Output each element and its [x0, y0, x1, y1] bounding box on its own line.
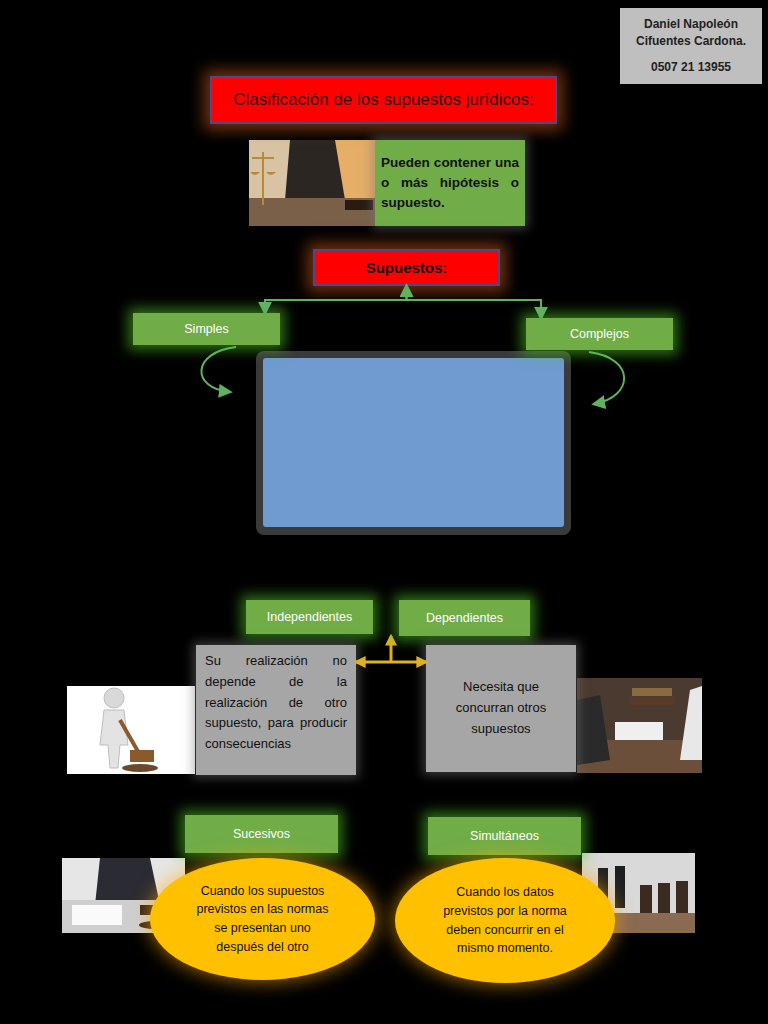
category-box: Simples — [133, 313, 280, 345]
category-box: Simultáneos — [428, 817, 581, 855]
photo-person — [615, 866, 625, 908]
photo-paper — [72, 905, 122, 925]
photo-book — [630, 697, 674, 705]
arrow-stem — [390, 636, 393, 662]
node-text: Cuando los supuestos previstos en las no… — [190, 882, 335, 957]
photo-desk — [249, 198, 375, 226]
gavel-block — [122, 764, 158, 772]
connector-arrow — [265, 286, 407, 313]
gavel-handle — [120, 720, 140, 755]
node-text: Supuestos: — [366, 259, 448, 276]
photo-gavel — [345, 200, 373, 210]
photo-figure-gavel — [67, 686, 195, 774]
photo-person — [577, 695, 610, 765]
photo-background — [249, 140, 375, 226]
node-text: Complejos — [570, 327, 629, 341]
node-text: Independientes — [267, 610, 353, 624]
scale-pans — [250, 172, 276, 175]
node-text: 0507 21 13955 — [651, 59, 731, 76]
photo-figure — [285, 140, 345, 200]
photo-lawyer — [249, 140, 375, 226]
node-text: Simultáneos — [470, 829, 539, 843]
curved-arrow — [589, 352, 624, 404]
gavel-head — [130, 750, 154, 762]
ellipse-outline — [150, 858, 375, 980]
scale-pole — [262, 152, 264, 205]
node-text: Dependientes — [426, 611, 503, 625]
title-text: Clasificación de los supuestos jurídicos… — [233, 90, 533, 110]
node-text: Daniel Napoleón Cifuentes Cardona. — [628, 16, 754, 51]
blue-panel — [263, 358, 564, 527]
category-box: Independientes — [246, 600, 373, 634]
photo-chair — [658, 883, 670, 913]
ellipse-outline — [395, 858, 615, 983]
panel-frame — [256, 351, 571, 535]
node-text: Necesita que concurran otros supuestos — [435, 677, 567, 739]
photo-chair — [676, 881, 688, 913]
intro-box: Pueden contener una o más hipótesis o su… — [375, 140, 525, 226]
node-text: Sucesivos — [233, 827, 290, 841]
photo-person — [95, 858, 160, 905]
ellipse-shape — [395, 858, 615, 983]
description-ellipse: Cuando los supuestos previstos en las no… — [150, 858, 375, 980]
figure-body — [100, 710, 128, 768]
connector-arrow — [356, 661, 426, 664]
photo-background — [577, 678, 702, 773]
photo-paper — [615, 722, 663, 740]
author-box: Daniel Napoleón Cifuentes Cardona. 0507 2… — [620, 8, 762, 84]
description-box: Su realización no depende de la realizac… — [196, 645, 356, 775]
category-box: Dependientes — [399, 600, 530, 636]
category-box: Complejos — [526, 318, 673, 350]
curved-arrow — [201, 347, 236, 392]
title-bar: Clasificación de los supuestos jurídicos… — [210, 76, 557, 124]
heading-box: Supuestos: — [313, 249, 500, 286]
photo-person — [680, 686, 702, 760]
scale-beam — [252, 157, 274, 159]
node-text: Su realización no depende de la realizac… — [205, 651, 347, 755]
node-text: Cuando los datos previstos por la norma … — [435, 883, 575, 958]
description-ellipse: Cuando los datos previstos por la norma … — [395, 858, 615, 983]
ellipse-shape — [150, 858, 375, 980]
photo-book — [632, 688, 672, 696]
node-text: Simples — [184, 322, 228, 336]
category-box: Sucesivos — [185, 815, 338, 853]
node-text: Pueden contener una o más hipótesis o su… — [381, 153, 519, 214]
photo-office — [577, 678, 702, 773]
photo-chair — [640, 885, 652, 913]
figure-head — [104, 688, 124, 708]
photo-background — [67, 686, 195, 774]
description-box: Necesita que concurran otros supuestos — [426, 645, 576, 772]
connector-arrow — [407, 286, 542, 318]
